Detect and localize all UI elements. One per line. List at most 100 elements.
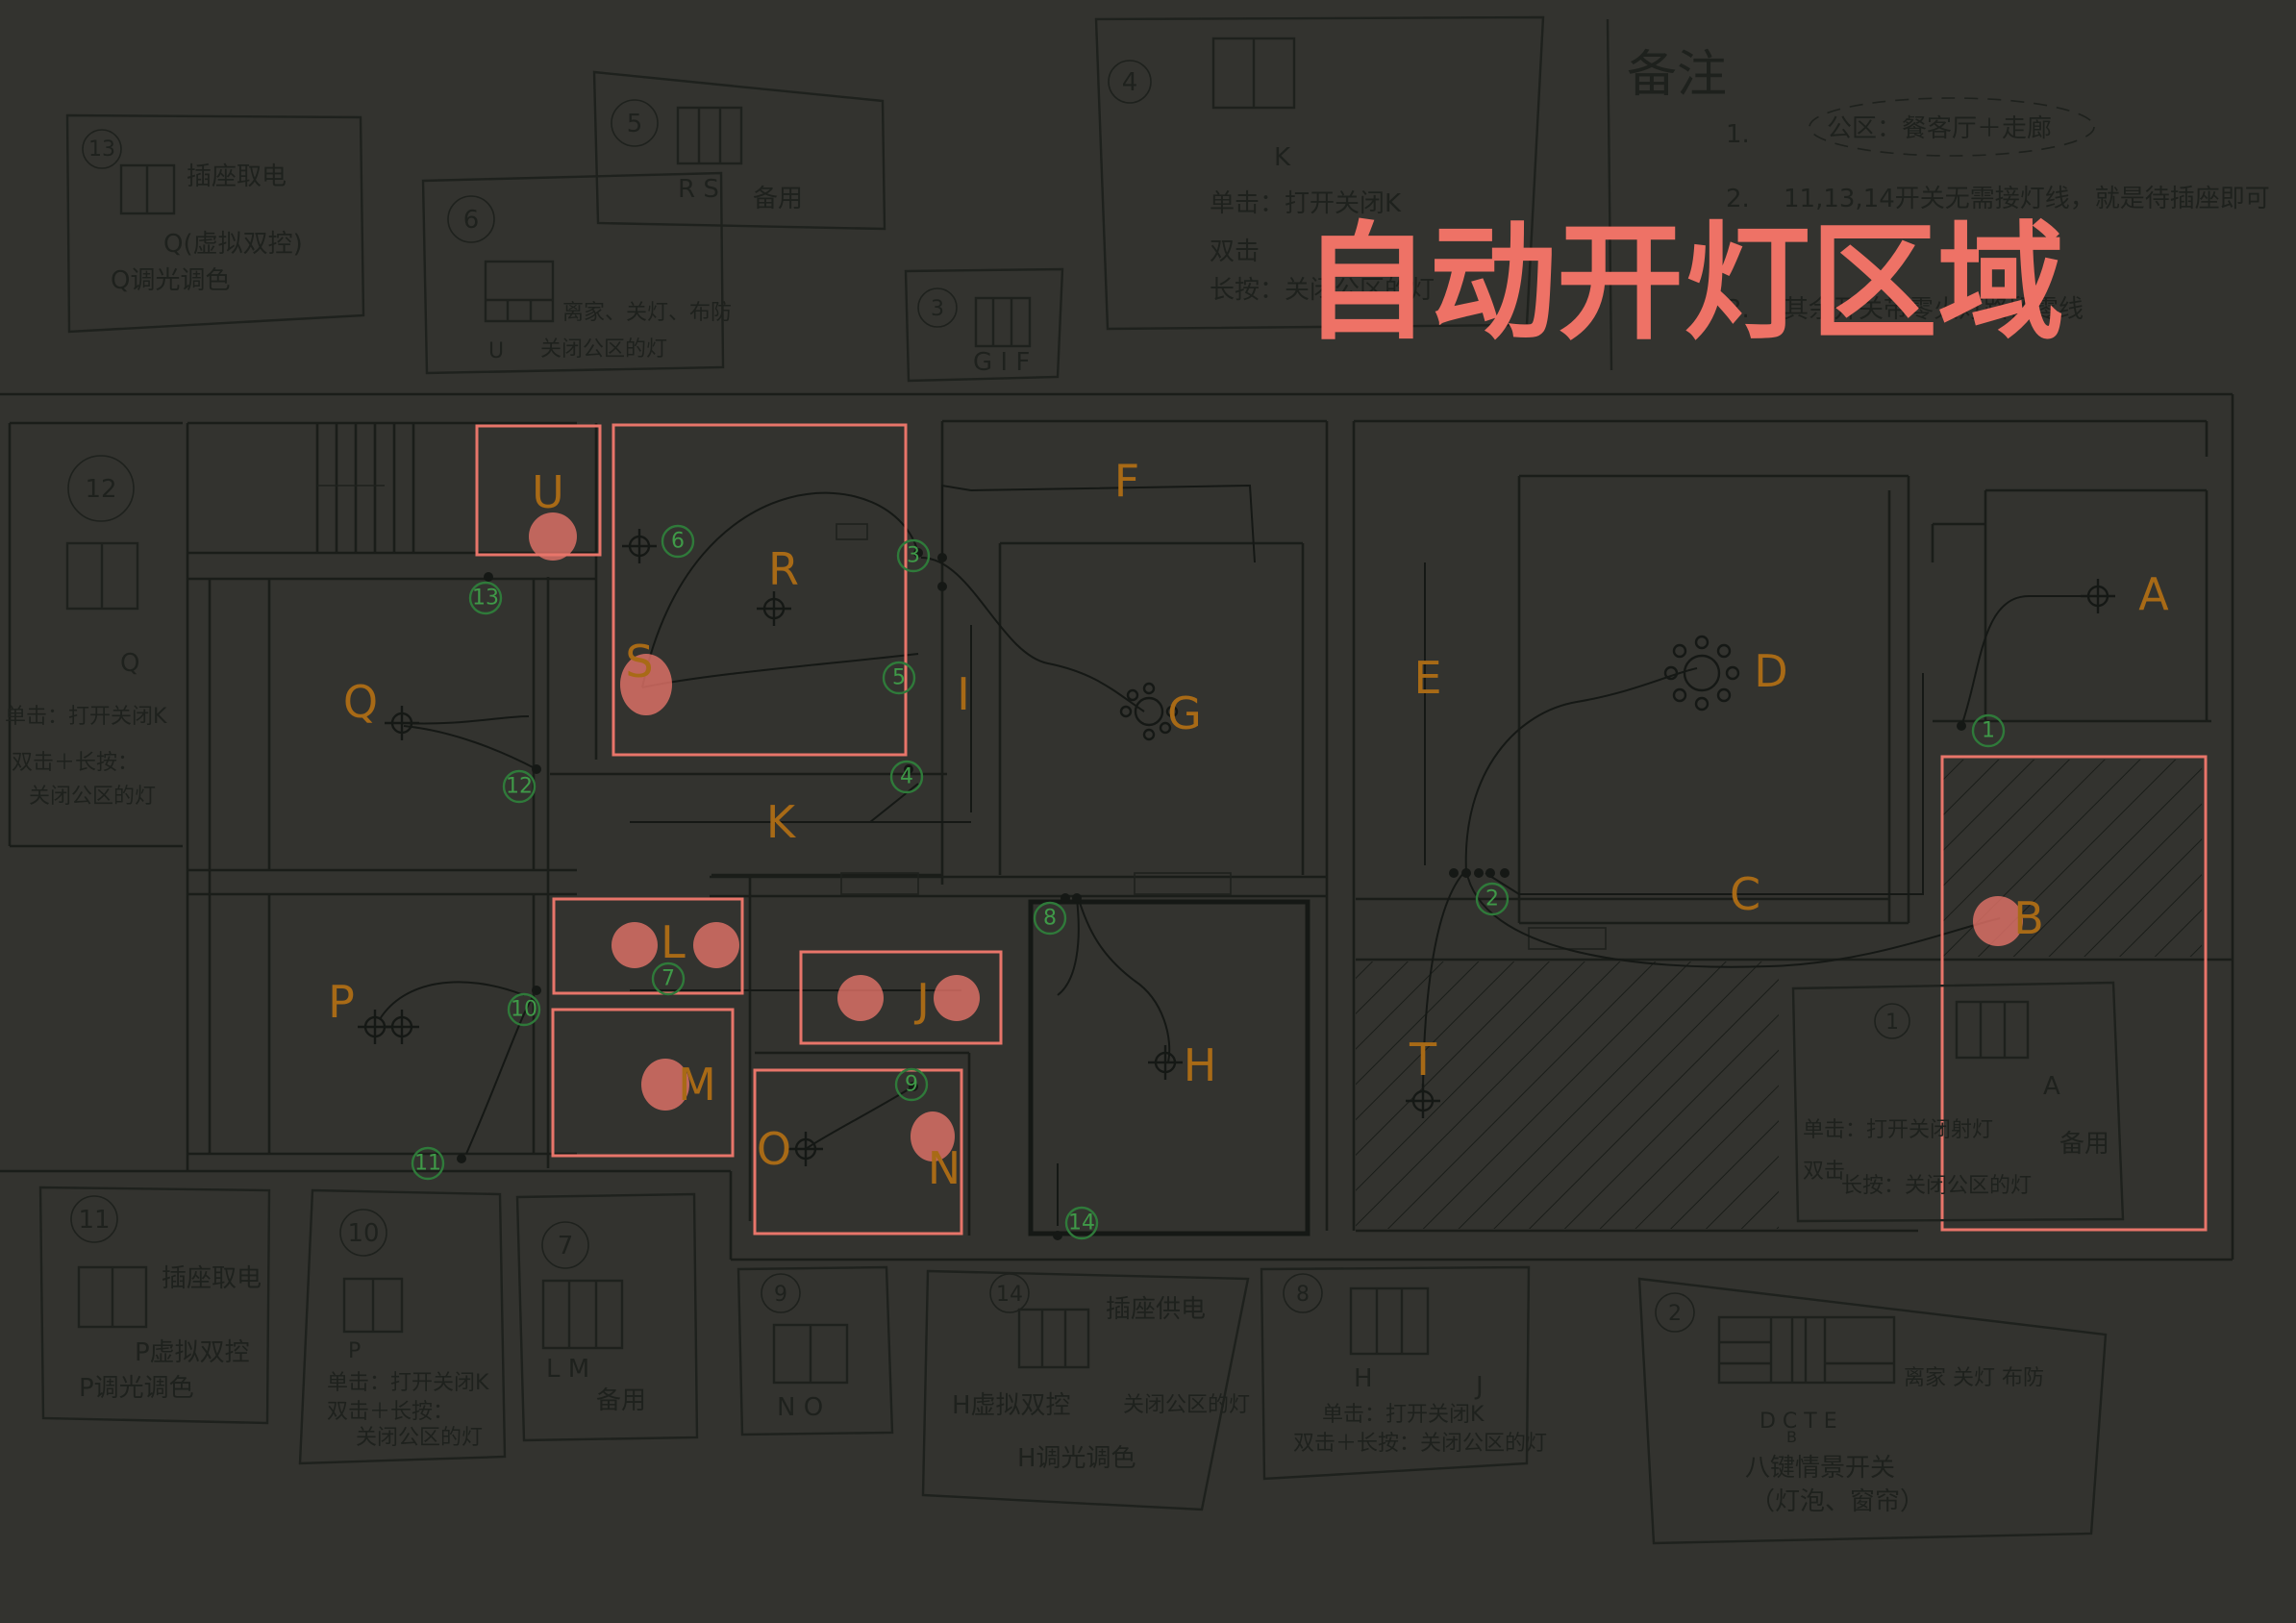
svg-text:7: 7: [661, 967, 675, 991]
panel-5: 5 R S 备用: [592, 70, 886, 231]
panel-3-num: 3: [931, 297, 944, 321]
label-s: S: [625, 636, 653, 687]
label-b: B: [2013, 892, 2044, 944]
panel-6: 6 离家、关灯、布防 U 关闭公区的灯: [421, 171, 732, 375]
panel-2-line2: （灯泡、窗帘）: [1750, 1487, 1925, 1516]
switch-14: 14: [1064, 1206, 1099, 1240]
svg-text:4: 4: [900, 765, 913, 789]
switch-5: 5: [882, 661, 916, 695]
switch-8: 8: [1033, 901, 1067, 936]
panel-2-key-b: B: [1786, 1428, 1797, 1446]
switch-11: 11: [411, 1146, 445, 1181]
panel-11-line3: P调光调色: [79, 1374, 194, 1403]
panel-11-line1: 插座取电: [162, 1264, 262, 1293]
panel-4-key: K: [1274, 143, 1291, 172]
note-1-num: 1.: [1726, 120, 1750, 149]
label-h: H: [1184, 1039, 1217, 1091]
panel-1: 1 A 单击：打开关闭射灯 双击 长按：关闭公区的灯 备用: [1791, 981, 2125, 1223]
switch-9: 9: [894, 1067, 929, 1102]
svg-text:6: 6: [671, 530, 685, 554]
switch-10: 10: [507, 992, 541, 1027]
note-1-text: 公区：餐客厅＋走廊: [1827, 114, 2052, 143]
panel-5-num: 5: [627, 110, 643, 138]
wiring: [379, 484, 2101, 1226]
auto-light-spots: [529, 512, 2023, 1161]
label-d: D: [1754, 645, 1787, 697]
label-i: I: [957, 668, 970, 720]
svg-text:14: 14: [1068, 1211, 1095, 1236]
panel-2-text: 离家 关灯 布防: [1904, 1366, 2044, 1390]
panel-13-num: 13: [88, 137, 115, 162]
panel-3: 3 G I F: [904, 267, 1064, 383]
panel-10-line2: 双击＋长按：: [327, 1400, 454, 1424]
label-u: U: [532, 466, 564, 518]
panel-4-line3: 长按：关闭公区的灯: [1210, 276, 1435, 305]
panel-5-spare: 备用: [753, 185, 803, 213]
panel-11: 11 插座取电 P虚拟双控 P调光调色: [38, 1186, 271, 1425]
svg-text:1: 1: [1982, 719, 1995, 743]
auto-light-zones: [475, 423, 2208, 1236]
label-j: J: [913, 974, 930, 1026]
panel-10-num: 10: [347, 1219, 379, 1248]
label-e: E: [1413, 652, 1441, 704]
panel-11-line2: P虚拟双控: [135, 1338, 250, 1367]
switch-6: 6: [661, 524, 695, 559]
panel-12-line1: 单击：打开关闭K: [5, 705, 167, 729]
label-p: P: [328, 976, 355, 1028]
panel-14-num: 14: [996, 1283, 1023, 1307]
switch-1: 1: [1971, 713, 2006, 748]
panel-6-num: 6: [463, 206, 480, 235]
panel-13-line3: Q调光调色: [111, 266, 230, 295]
panel-14-line4: H调光调色: [1017, 1444, 1136, 1473]
panel-10-line3: 关闭公区的灯: [356, 1426, 483, 1450]
switch-4: 4: [889, 760, 924, 794]
panel-2-line1: 八键情景开关: [1745, 1454, 1895, 1483]
panel-12: 12 Q 单击：打开关闭K 双击＋长按： 关闭公区的灯: [5, 455, 167, 809]
panel-10-line1: 单击：打开关闭K: [327, 1371, 489, 1395]
panel-1-line3: 长按：关闭公区的灯: [1841, 1174, 2032, 1198]
note-2-num: 2.: [1726, 185, 1750, 213]
panel-2: 2 离家 关灯 布防 D C T E B 八键情景开关 （灯泡、窗帘）: [1637, 1277, 2108, 1545]
svg-text:13: 13: [472, 587, 499, 611]
label-a: A: [2138, 568, 2169, 620]
svg-text:8: 8: [1043, 907, 1057, 931]
switch-7: 7: [651, 961, 686, 996]
svg-text:9: 9: [905, 1073, 918, 1097]
switch-12: 12: [502, 769, 537, 804]
light-fixtures: [358, 529, 2115, 1166]
panel-9-keys: N O: [777, 1393, 823, 1422]
panel-10-key: P: [348, 1339, 361, 1363]
panel-4-line2: 双击: [1210, 237, 1260, 266]
panel-8-num: 8: [1296, 1283, 1310, 1307]
panel-12-line3: 关闭公区的灯: [29, 785, 156, 809]
panel-9: 9 N O: [736, 1265, 894, 1436]
panel-6-key: U: [488, 339, 504, 363]
panel-6-text: 离家、关灯、布防: [562, 301, 732, 325]
svg-text:3: 3: [907, 544, 920, 568]
label-r: R: [768, 543, 799, 595]
svg-text:10: 10: [511, 998, 537, 1022]
panel-8-key2: J: [1474, 1372, 1484, 1401]
panel-14-line3: 关闭公区的灯: [1123, 1393, 1250, 1417]
label-g: G: [1167, 687, 1202, 739]
switch-3: 3: [896, 538, 931, 573]
note-2-text: 11,13,14开关无需接灯线，就是待插座即可: [1784, 185, 2270, 213]
hatched-area-left: [1356, 961, 1779, 1229]
panel-1-line2: 双击: [1803, 1160, 1845, 1184]
note-3-num: 3.: [1726, 295, 1750, 324]
svg-text:5: 5: [892, 666, 906, 690]
label-o: O: [757, 1123, 791, 1175]
switch-points: 1 2 3 4 5 6 7 8 9 10 11 12 13 14: [411, 524, 2006, 1240]
switch-2: 2: [1475, 882, 1510, 916]
room-labels: A B C D E F G H I J K L M N O P Q R S T …: [328, 455, 2169, 1194]
label-l: L: [661, 916, 686, 968]
panel-7-keys: L M: [546, 1355, 589, 1384]
panel-8-line1: 单击：打开关闭K: [1322, 1403, 1485, 1427]
panel-5-keys: R S: [678, 175, 719, 204]
panel-14: 14 插座供电 H虚拟双控 关闭公区的灯 H调光调色: [921, 1269, 1250, 1511]
panel-13: 13 插座取电 Q(虚拟双控) Q调光调色: [65, 113, 365, 334]
panel-1-spare: 备用: [2059, 1130, 2109, 1159]
label-t: T: [1409, 1034, 1437, 1086]
panel-2-num: 2: [1668, 1302, 1682, 1326]
panel-7-num: 7: [558, 1232, 574, 1261]
